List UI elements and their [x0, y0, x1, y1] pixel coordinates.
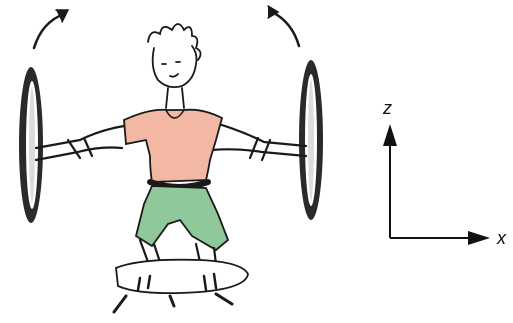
left-rotation-arrow: [34, 14, 64, 48]
right-rotation-arrowhead: [268, 6, 278, 18]
coordinate-axes: [383, 124, 490, 245]
shorts: [136, 186, 228, 250]
face: [153, 46, 197, 87]
head: [148, 24, 201, 108]
neck: [166, 88, 184, 108]
x-axis-arrowhead: [468, 231, 490, 245]
z-axis-label: z: [383, 99, 392, 117]
left-wheel: [19, 67, 43, 223]
right-rotation-arrow: [272, 12, 299, 46]
skateboard: [114, 260, 248, 312]
shirt: [124, 110, 222, 182]
z-axis-arrowhead: [383, 124, 397, 146]
right-wheel: [299, 60, 323, 220]
x-axis-label: x: [497, 229, 506, 247]
hair: [148, 24, 201, 60]
